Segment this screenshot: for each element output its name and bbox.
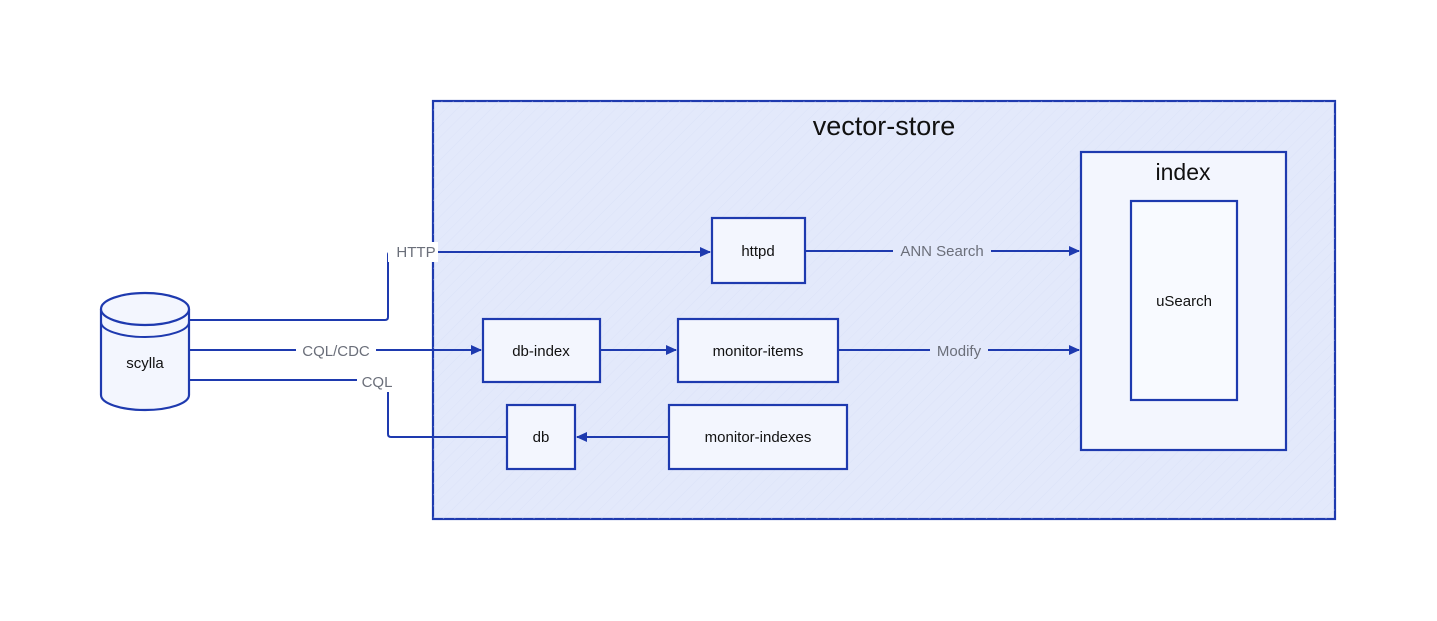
db-label: db	[533, 429, 550, 446]
db-node: db	[505, 403, 577, 471]
httpd-node: httpd	[710, 216, 807, 285]
httpd-label: httpd	[741, 243, 774, 260]
usearch-node: uSearch	[1129, 199, 1239, 402]
monitor-items-node: monitor-items	[676, 317, 840, 384]
edge-label-http: HTTP	[396, 244, 435, 261]
edge-label-cql: CQL	[362, 374, 393, 391]
db-index-node: db-index	[481, 317, 602, 384]
scylla-label: scylla	[126, 355, 164, 372]
monitor-indexes-label: monitor-indexes	[705, 429, 812, 446]
edge-label-cql-cdc: CQL/CDC	[302, 343, 370, 360]
db-index-label: db-index	[512, 343, 570, 360]
vector-store-title: vector-store	[813, 111, 956, 141]
monitor-indexes-node: monitor-indexes	[667, 403, 849, 471]
scylla-node: scylla	[99, 291, 191, 412]
edge-label-modify: Modify	[937, 343, 982, 360]
monitor-items-label: monitor-items	[713, 343, 804, 360]
edge-label-ann-search: ANN Search	[900, 243, 983, 260]
index-title: index	[1156, 159, 1211, 185]
usearch-label: uSearch	[1156, 293, 1212, 310]
